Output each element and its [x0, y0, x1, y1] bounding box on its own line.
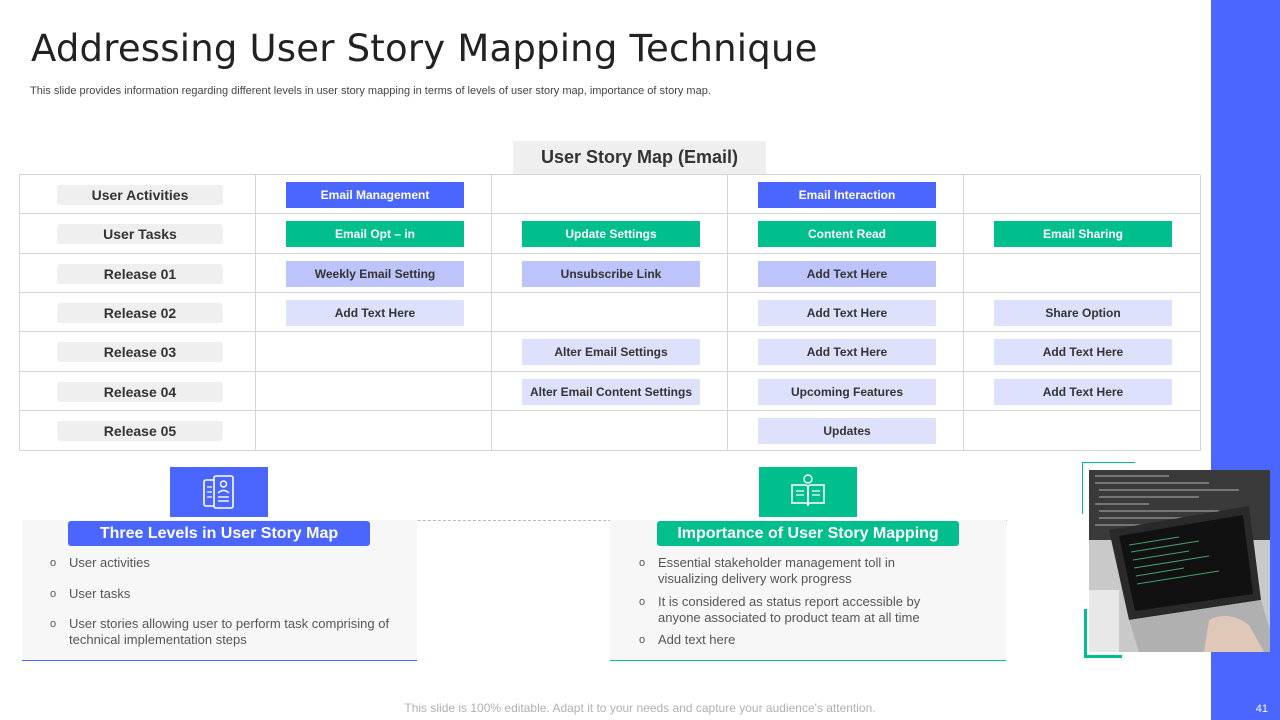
story-card: Add Text Here — [994, 339, 1172, 365]
grid-cell — [964, 293, 1201, 332]
grid-cell — [964, 175, 1201, 214]
story-card: Alter Email Content Settings — [522, 379, 700, 405]
page-number: 41 — [1255, 703, 1268, 715]
story-card: Add Text Here — [758, 261, 936, 287]
grid-cell — [492, 254, 728, 293]
grid-cell — [492, 293, 728, 332]
bullet-circle-icon: o — [639, 596, 646, 608]
row-label: User Activities — [57, 185, 223, 205]
story-card: Alter Email Settings — [522, 339, 700, 365]
grid-cell — [964, 411, 1201, 451]
grid-cell — [728, 332, 964, 372]
story-card: Email Opt – in — [286, 221, 464, 247]
row-label: Release 01 — [57, 264, 223, 284]
story-card: Email Interaction — [758, 182, 936, 208]
grid-cell — [256, 332, 492, 372]
story-card: Content Read — [758, 221, 936, 247]
story-card: Email Management — [286, 182, 464, 208]
story-card: Share Option — [994, 300, 1172, 326]
grid-cell — [20, 293, 256, 332]
grid-cell — [20, 332, 256, 372]
grid-cell — [20, 372, 256, 411]
grid-cell — [492, 372, 728, 411]
grid-cell — [964, 372, 1201, 411]
grid-cell — [728, 293, 964, 332]
row-label: Release 03 — [57, 342, 223, 362]
grid-cell — [728, 175, 964, 214]
grid-cell — [964, 254, 1201, 293]
story-card: Updates — [758, 418, 936, 444]
grid-cell — [728, 214, 964, 254]
story-card: Email Sharing — [994, 221, 1172, 247]
bullet-circle-icon: o — [639, 634, 646, 646]
bullet-circle-icon: o — [50, 588, 57, 600]
grid-cell — [728, 254, 964, 293]
bullet-circle-icon: o — [50, 557, 57, 569]
story-card: Upcoming Features — [758, 379, 936, 405]
grid-cell — [20, 411, 256, 451]
grid-cell — [492, 214, 728, 254]
story-card: Add Text Here — [994, 379, 1172, 405]
grid-cell — [256, 411, 492, 451]
photo-frame-accent — [1084, 609, 1122, 658]
grid-cell — [964, 214, 1201, 254]
bullet-circle-icon: o — [639, 557, 646, 569]
story-card: Add Text Here — [286, 300, 464, 326]
bullet-circle-icon: o — [50, 618, 57, 630]
grid-cell — [256, 372, 492, 411]
story-card: Add Text Here — [758, 300, 936, 326]
document-id-icon — [170, 467, 268, 517]
story-card: Unsubscribe Link — [522, 261, 700, 287]
slide-title: Addressing User Story Mapping Technique — [31, 27, 818, 70]
grid-cell — [20, 254, 256, 293]
importance-panel-heading: Importance of User Story Mapping — [657, 521, 959, 546]
grid-cell — [728, 411, 964, 451]
grid-cell — [256, 254, 492, 293]
grid-cell — [256, 214, 492, 254]
grid-cell — [492, 332, 728, 372]
slide-subtitle: This slide provides information regardin… — [30, 85, 711, 97]
story-map-title: User Story Map (Email) — [513, 141, 766, 174]
grid-cell — [964, 332, 1201, 372]
panel-divider — [22, 520, 1007, 521]
story-map-grid: User Activities Email Management Email Int… — [19, 174, 1201, 451]
story-card: Weekly Email Setting — [286, 261, 464, 287]
row-label: Release 05 — [57, 421, 223, 441]
row-label: Release 02 — [57, 303, 223, 323]
grid-cell — [20, 175, 256, 214]
slide-footer: This slide is 100% editable. Adapt it to… — [404, 701, 876, 715]
row-label: Release 04 — [57, 382, 223, 402]
levels-panel-heading: Three Levels in User Story Map — [68, 521, 370, 546]
grid-cell — [492, 175, 728, 214]
grid-cell — [20, 214, 256, 254]
grid-cell — [256, 175, 492, 214]
laptop-code-photo — [1089, 470, 1270, 652]
grid-cell — [492, 411, 728, 451]
grid-cell — [256, 293, 492, 332]
row-label: User Tasks — [57, 224, 223, 244]
story-card: Add Text Here — [758, 339, 936, 365]
grid-cell — [728, 372, 964, 411]
photo-frame-accent — [1082, 462, 1135, 514]
open-book-icon — [759, 467, 857, 517]
story-card: Update Settings — [522, 221, 700, 247]
